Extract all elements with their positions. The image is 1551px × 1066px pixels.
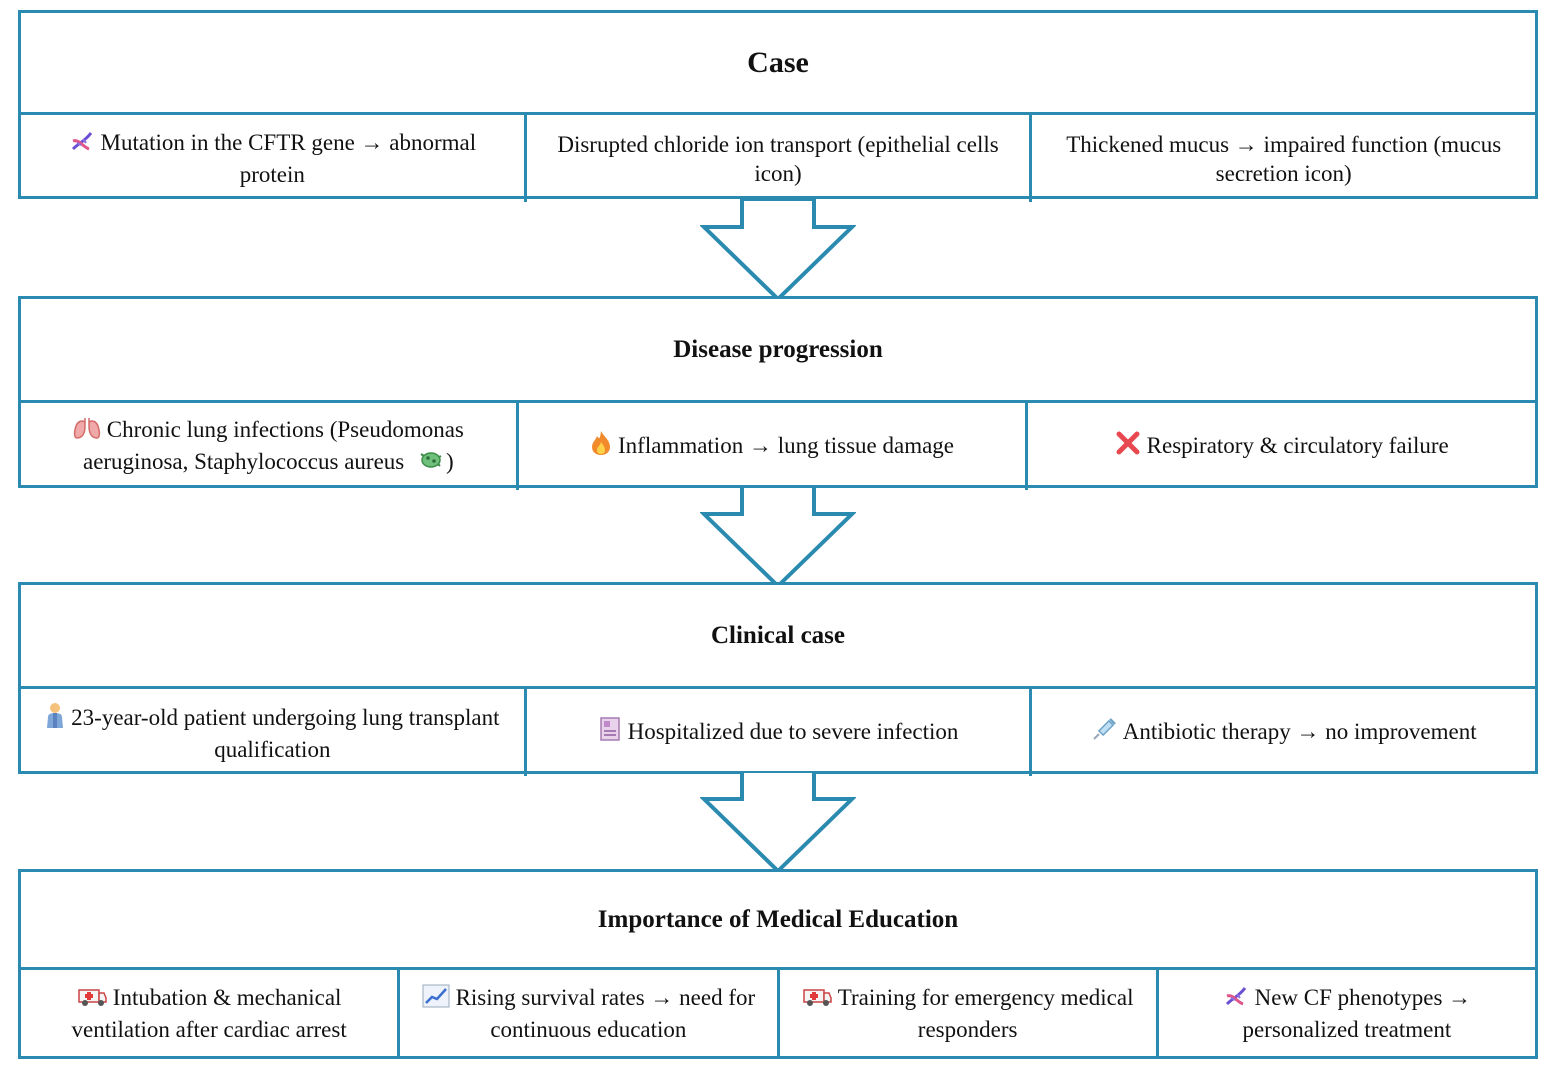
section-clinical-case: Clinical case 23-year-old patient underg… [18, 582, 1538, 776]
disease-cell-3: Respiratory & circulatory failure [1025, 403, 1535, 490]
cell-text: Training for emergency medical responder… [837, 985, 1134, 1042]
section-title-text: Importance of Medical Education [597, 905, 959, 933]
microbe-icon [418, 448, 444, 479]
section-title: Clinical case [21, 585, 1535, 689]
cell-text: Thickened mucus → impaired function (muc… [1066, 131, 1502, 186]
cell-text: Disrupted chloride ion transport (epithe… [557, 131, 999, 186]
case-cell-2: Disrupted chloride ion transport (epithe… [523, 115, 1030, 202]
education-cell-2: Rising survival rates → need for continu… [397, 970, 776, 1057]
section-cells: Intubation & mechanical ventilation afte… [21, 970, 1535, 1057]
cell-text: Mutation in the CFTR gene → abnormal pro… [100, 130, 477, 187]
ambulance-icon [802, 984, 832, 1015]
section-cells: Chronic lung infections (Pseudomonas aer… [21, 403, 1535, 490]
down-arrow-icon [700, 486, 856, 589]
fire-icon [590, 430, 612, 463]
education-cell-3: Training for emergency medical responder… [776, 970, 1156, 1057]
cell-text: Chronic lung infections (Pseudomonas aer… [82, 416, 464, 474]
cell-text-suffix: ) [446, 448, 454, 474]
cell-text: Respiratory & circulatory failure [1146, 433, 1449, 458]
section-title: Importance of Medical Education [21, 872, 1535, 970]
case-cell-3: Thickened mucus → impaired function (muc… [1029, 115, 1535, 202]
dna-icon [1223, 984, 1249, 1015]
lungs-icon [73, 416, 101, 447]
chart-increasing-icon [422, 984, 450, 1015]
section-medical-education: Importance of Medical Education Intubati… [18, 869, 1538, 1059]
section-title-text: Case [747, 45, 809, 79]
patient-icon [45, 702, 65, 735]
cell-text: Inflammation → lung tissue damage [618, 433, 954, 458]
section-disease-progression: Disease progression Chronic lung infecti… [18, 296, 1538, 490]
cell-text: Rising survival rates → need for continu… [455, 985, 756, 1042]
hospital-bed-icon [598, 716, 622, 749]
cell-text: New CF phenotypes → personalized treatme… [1242, 985, 1472, 1042]
section-title: Disease progression [21, 299, 1535, 403]
section-title: Case [21, 13, 1535, 115]
cross-mark-icon [1115, 430, 1141, 463]
section-case: Case Mutation in the CFTR gene → abnorma… [18, 10, 1538, 202]
clinical-cell-1: 23-year-old patient undergoing lung tran… [21, 689, 524, 776]
clinical-cell-3: Antibiotic therapy → no improvement [1029, 689, 1535, 776]
disease-cell-2: Inflammation → lung tissue damage [515, 403, 1026, 490]
section-cells: Mutation in the CFTR gene → abnormal pro… [21, 115, 1535, 202]
section-title-text: Disease progression [673, 335, 883, 363]
cell-text: Hospitalized due to severe infection [627, 719, 959, 744]
down-arrow-icon [700, 199, 856, 302]
clinical-cell-2: Hospitalized due to severe infection [523, 689, 1030, 776]
section-title-text: Clinical case [710, 621, 845, 649]
dna-icon [69, 129, 95, 160]
education-cell-4: New CF phenotypes → personalized treatme… [1155, 970, 1535, 1057]
syringe-icon [1091, 716, 1117, 749]
cell-text: Antibiotic therapy → no improvement [1122, 719, 1477, 744]
disease-cell-1: Chronic lung infections (Pseudomonas aer… [21, 403, 516, 490]
ambulance-icon [77, 984, 107, 1015]
education-cell-1: Intubation & mechanical ventilation afte… [21, 970, 397, 1057]
section-cells: 23-year-old patient undergoing lung tran… [21, 689, 1535, 776]
cell-text: Intubation & mechanical ventilation afte… [71, 985, 347, 1042]
cell-text: 23-year-old patient undergoing lung tran… [71, 704, 500, 762]
down-arrow-icon [700, 771, 856, 874]
case-cell-1: Mutation in the CFTR gene → abnormal pro… [21, 115, 524, 202]
